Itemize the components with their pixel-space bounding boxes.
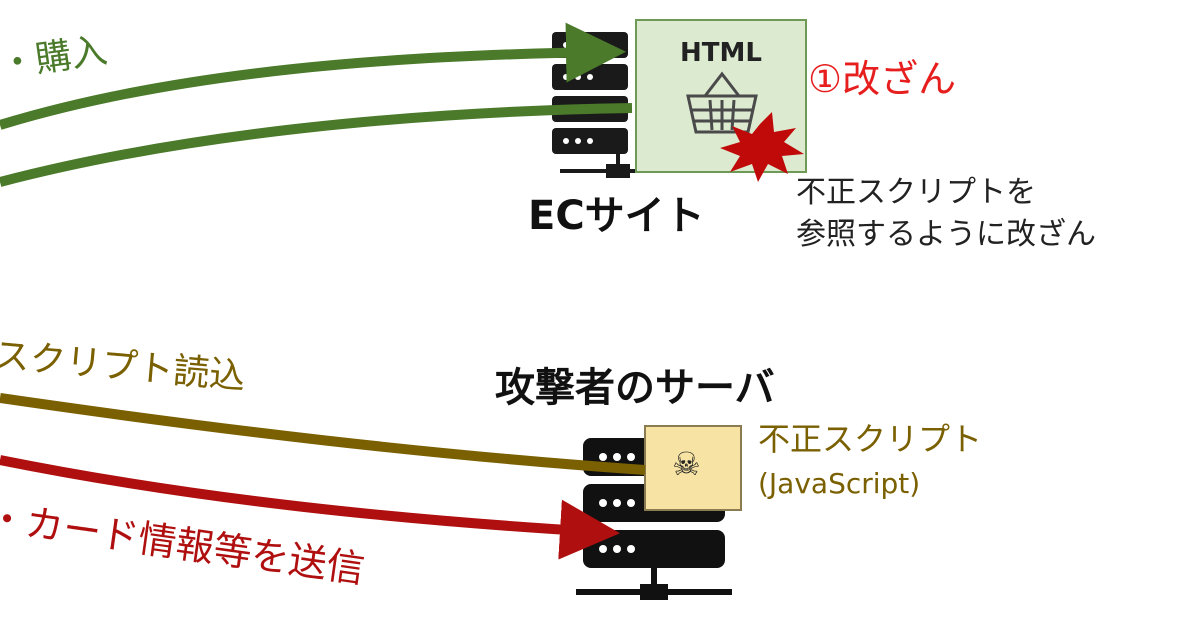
attacker-server-title: 攻撃者のサーバ bbox=[495, 365, 775, 411]
explosion-icon bbox=[720, 112, 804, 182]
shopping-basket-icon bbox=[686, 71, 758, 134]
purchase-flow-arrow bbox=[0, 22, 626, 130]
html-label: HTML bbox=[680, 38, 762, 68]
tamper-label: ①改ざん bbox=[808, 57, 957, 101]
ec-site-name: ECサイト bbox=[528, 193, 705, 239]
malicious-script-name: 不正スクリプト bbox=[758, 420, 983, 458]
skull-icon: ☠ bbox=[672, 445, 701, 483]
malicious-script-box bbox=[644, 425, 742, 511]
card-data-send-arrow bbox=[0, 455, 620, 560]
malicious-script-language: (JavaScript) bbox=[758, 467, 921, 500]
page-request-flow-line bbox=[0, 103, 633, 187]
script-load-flow-line bbox=[0, 393, 646, 475]
tamper-note: 不正スクリプトを 参照するように改ざん bbox=[796, 175, 1096, 252]
